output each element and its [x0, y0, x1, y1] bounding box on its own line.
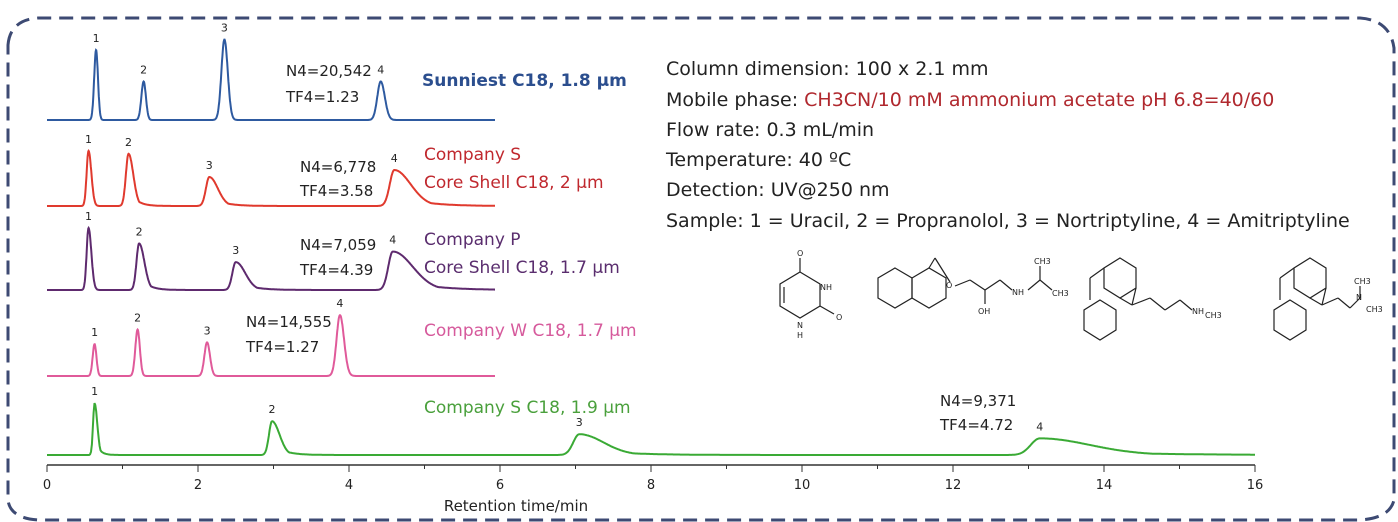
- info-detection: Detection: UV@250 nm: [666, 179, 890, 201]
- peak-label-1-3: 4: [391, 152, 398, 165]
- svg-text:OH: OH: [978, 307, 990, 316]
- n4-company-w: N4=14,555: [246, 313, 332, 331]
- peak-label-0-2: 3: [221, 22, 228, 35]
- peak-label-0-1: 2: [140, 64, 147, 77]
- x-tick-label: 14: [1096, 478, 1113, 493]
- stats-sunniest: N4=20,542 TF4=1.23: [285, 62, 372, 106]
- n4-company-p: N4=7,059: [300, 236, 376, 254]
- series-label-company-w: Company W C18, 1.7 µm: [424, 321, 637, 341]
- tf4-sunniest: TF4=1.23: [285, 88, 359, 106]
- x-tick-label: 10: [794, 478, 811, 493]
- x-tick-label: 2: [194, 478, 202, 493]
- svg-text:N: N: [1356, 293, 1362, 302]
- tf4-company-p: TF4=4.39: [299, 261, 373, 279]
- tf4-company-w: TF4=1.27: [245, 338, 319, 356]
- trace-line-3: [47, 314, 495, 377]
- x-tick-label: 12: [945, 478, 962, 493]
- tf4-company-s-core: TF4=3.58: [299, 182, 373, 200]
- svg-text:CH3: CH3: [1354, 277, 1371, 286]
- peak-label-4-1: 2: [269, 403, 276, 416]
- x-tick-label: 4: [345, 478, 353, 493]
- peak-label-2-1: 2: [136, 226, 143, 239]
- series-label-company-p-line1: Company P: [424, 230, 521, 250]
- peak-label-0-0: 1: [93, 32, 100, 45]
- series-label-company-s-c18: Company S C18, 1.9 µm: [424, 398, 631, 418]
- svg-text:H: H: [797, 331, 803, 340]
- amitriptyline-structure: N CH3 CH3: [1273, 257, 1383, 341]
- peak-label-2-0: 1: [85, 210, 92, 223]
- stats-company-w: N4=14,555 TF4=1.27: [245, 313, 332, 356]
- svg-text:N: N: [797, 321, 803, 330]
- peak-label-4-0: 1: [91, 385, 98, 398]
- peak-number-labels: 1 2 3 4 1 2 3 4 1 2 3 4 1 2 3 4 1 2 3 4: [85, 22, 1043, 434]
- trace-line-4: [47, 402, 1255, 456]
- svg-text:O: O: [836, 313, 842, 322]
- series-label-company-p-line2: Core Shell C18, 1.7 µm: [424, 258, 620, 278]
- svg-text:CH3: CH3: [1366, 305, 1383, 314]
- x-tick-label: 6: [496, 478, 504, 493]
- stats-company-s-core: N4=6,778 TF4=3.58: [299, 158, 376, 200]
- nortriptyline-structure: NH CH3: [1083, 257, 1222, 341]
- info-column-dimension: Column dimension: 100 x 2.1 mm: [666, 58, 989, 80]
- peak-label-2-3: 4: [389, 234, 396, 247]
- stats-company-p: N4=7,059 TF4=4.39: [299, 236, 376, 279]
- info-sample: Sample: 1 = Uracil, 2 = Propranolol, 3 =…: [666, 210, 1350, 232]
- svg-text:NH: NH: [820, 283, 832, 292]
- x-axis: 0 2 4 6 8 10 12 14 16: [43, 464, 1264, 493]
- peak-label-0-3: 4: [377, 64, 384, 77]
- conditions-info: Column dimension: 100 x 2.1 mm Mobile ph…: [665, 58, 1350, 232]
- peak-label-3-3: 4: [336, 297, 343, 310]
- peak-label-4-2: 3: [576, 416, 583, 429]
- svg-text:CH3: CH3: [1052, 289, 1069, 298]
- x-tick-label: 16: [1247, 478, 1264, 493]
- peak-label-1-1: 2: [125, 136, 132, 149]
- trace-line-1: [47, 148, 495, 207]
- x-tick-label: 8: [647, 478, 655, 493]
- svg-text:NH: NH: [1012, 288, 1024, 297]
- tf4-company-s-c18: TF4=4.72: [939, 416, 1013, 434]
- svg-text:NH: NH: [1192, 307, 1204, 316]
- uracil-structure: O NH O N H: [779, 249, 842, 340]
- propranolol-structure: O NH OH CH3 CH3: [877, 257, 1069, 316]
- info-flow-rate: Flow rate: 0.3 mL/min: [666, 119, 874, 141]
- x-axis-title: Retention time/min: [444, 497, 588, 515]
- info-temperature: Temperature: 40 ºC: [665, 149, 851, 171]
- info-mobile-phase: Mobile phase: CH3CN/10 mM ammonium aceta…: [666, 89, 1274, 111]
- x-tick-label: 0: [43, 478, 51, 493]
- svg-text:CH3: CH3: [1205, 311, 1222, 320]
- peak-label-3-1: 2: [134, 312, 141, 325]
- svg-text:CH3: CH3: [1034, 257, 1051, 266]
- stats-company-s-c18: N4=9,371 TF4=4.72: [939, 392, 1016, 434]
- series-label-company-s-core-line1: Company S: [424, 145, 521, 165]
- svg-text:O: O: [946, 281, 952, 290]
- svg-text:O: O: [797, 249, 803, 258]
- series-label-sunniest: Sunniest C18, 1.8 µm: [422, 71, 627, 91]
- dashed-frame-border: [6, 16, 1396, 522]
- series-label-company-s-core-line2: Core Shell C18, 2 µm: [424, 173, 604, 193]
- trace-line-0: [47, 38, 495, 121]
- peak-label-2-2: 3: [232, 244, 239, 257]
- n4-company-s-c18: N4=9,371: [940, 392, 1016, 410]
- trace-line-2: [47, 225, 496, 291]
- info-mobile-phase-value: CH3CN/10 mM ammonium acetate pH 6.8=40/6…: [804, 89, 1274, 111]
- info-mobile-phase-label: Mobile phase:: [666, 89, 804, 111]
- n4-sunniest: N4=20,542: [286, 62, 372, 80]
- chromatogram-traces: [47, 38, 1255, 456]
- peak-label-3-0: 1: [91, 326, 98, 339]
- peak-label-4-3: 4: [1036, 420, 1043, 433]
- peak-label-1-0: 1: [85, 133, 92, 146]
- n4-company-s-core: N4=6,778: [300, 158, 376, 176]
- peak-label-3-2: 3: [204, 324, 211, 337]
- peak-label-1-2: 3: [206, 159, 213, 172]
